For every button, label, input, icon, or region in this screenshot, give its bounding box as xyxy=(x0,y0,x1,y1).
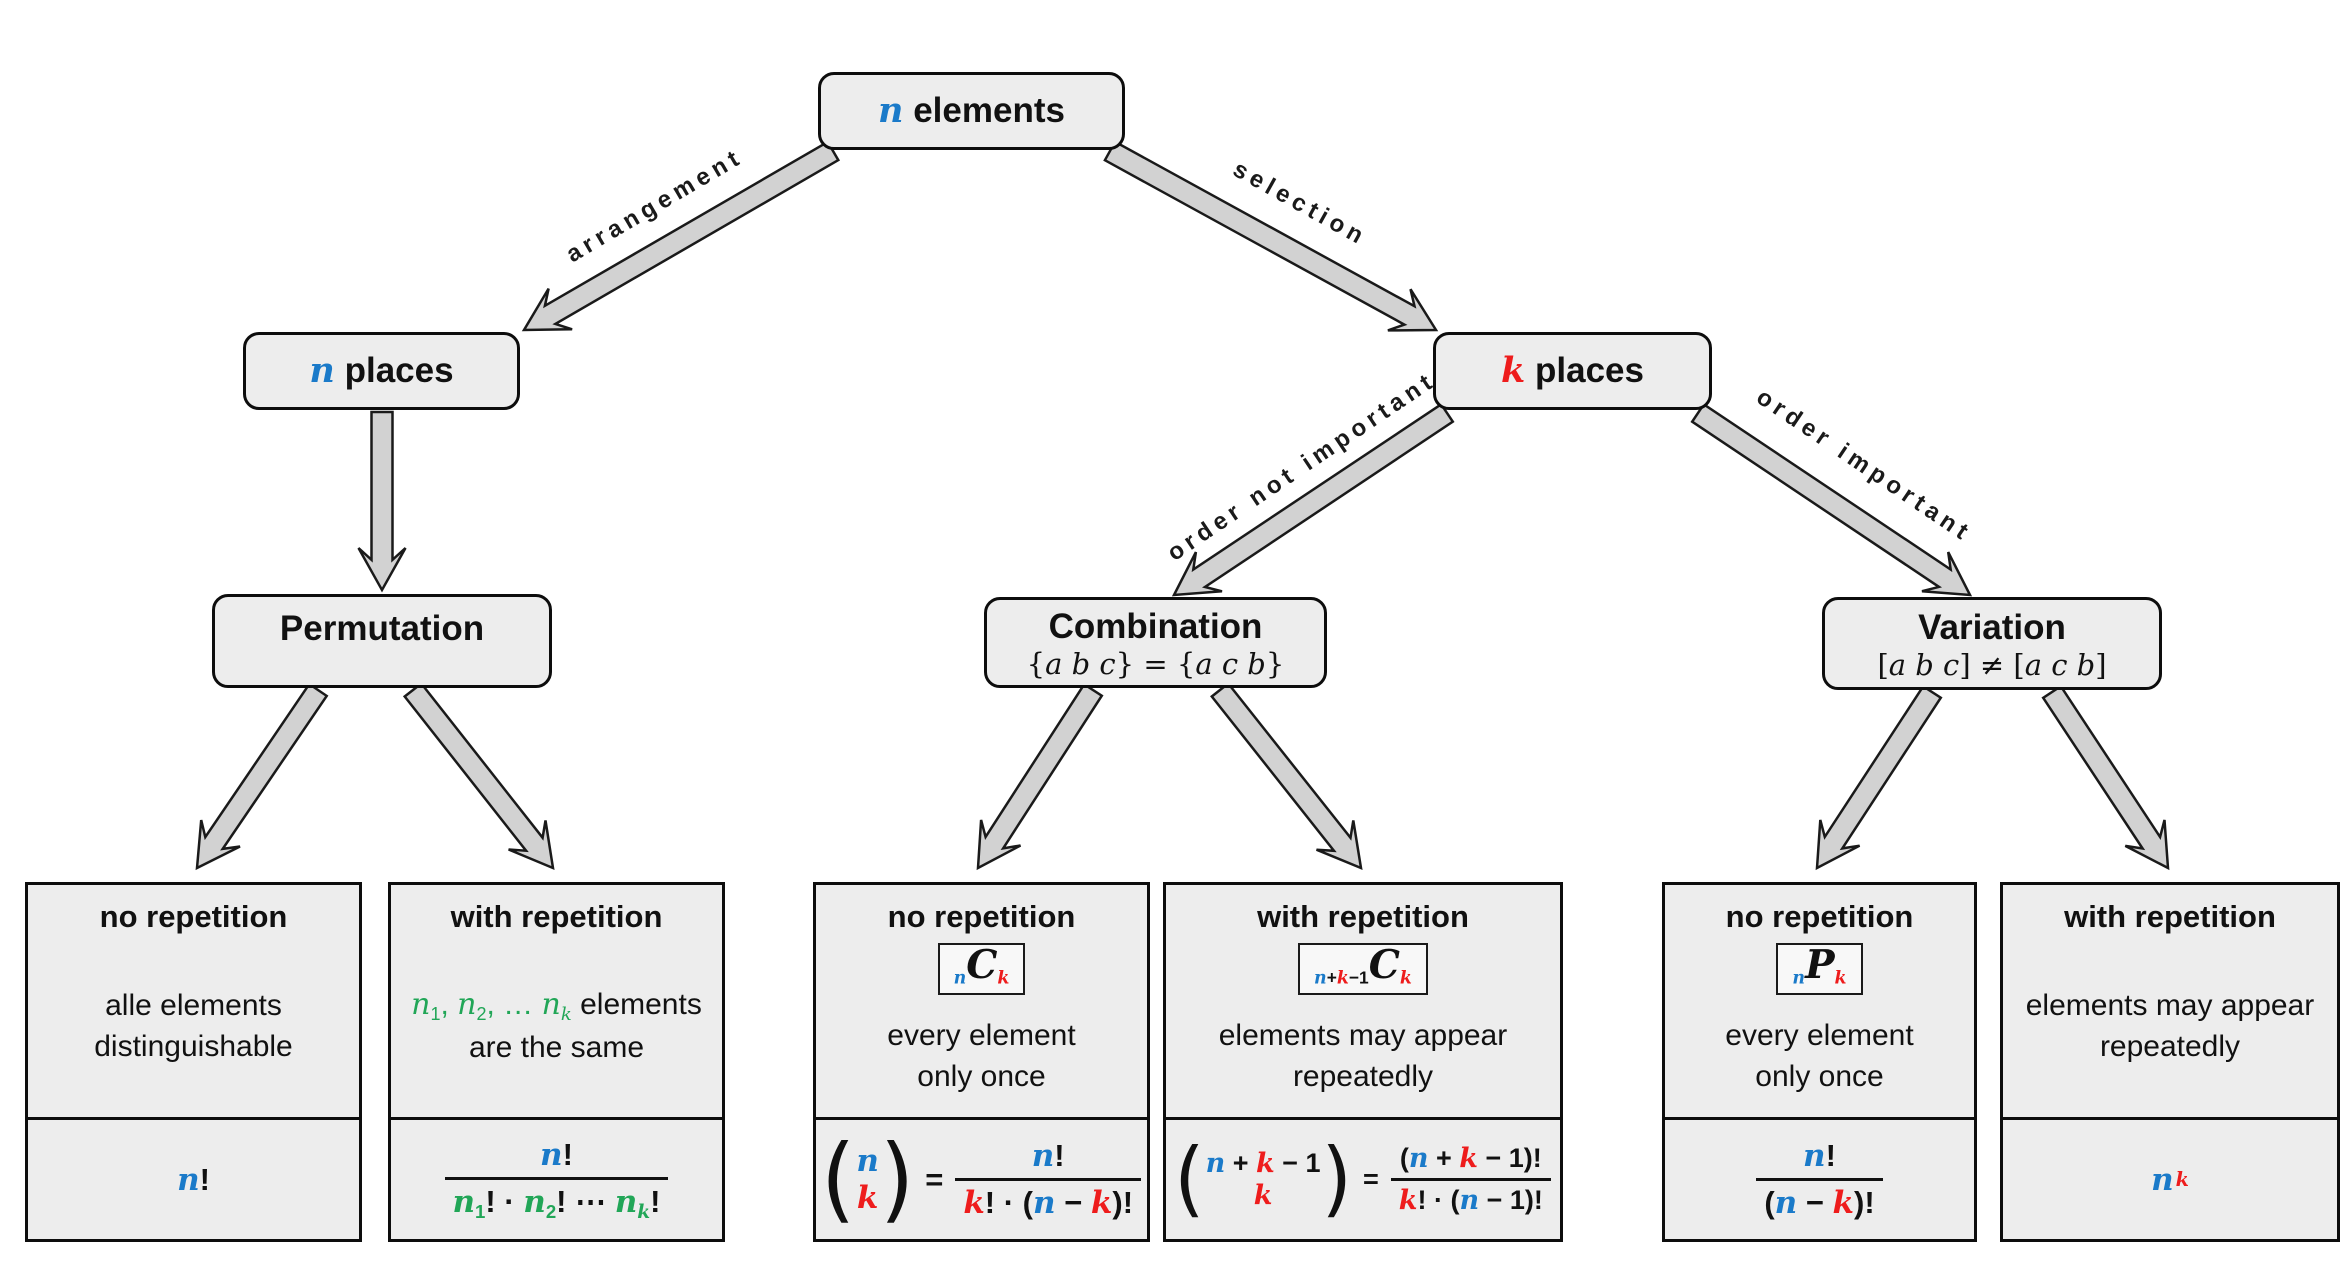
tree-arrow xyxy=(402,681,555,871)
desc-line: are the same xyxy=(468,1031,645,1065)
leaf-formula: n!(n − k)! xyxy=(1665,1117,1974,1239)
desc-line: elements may appear xyxy=(1218,1018,1508,1052)
tree-arrow xyxy=(521,140,841,332)
leaf-description-section: no repetition alle elements distinguisha… xyxy=(28,885,359,1117)
desc-line: elements may appear xyxy=(2025,988,2315,1022)
leaf-variation-with-repetition: with repetition elements may appear repe… xyxy=(2000,882,2340,1242)
desc-line: only once xyxy=(917,1059,1046,1093)
leaf-formula: n! xyxy=(28,1117,359,1239)
node-variation: Variation [a b c] ≠ [a c b] xyxy=(1822,597,2162,690)
node-title: n elements xyxy=(878,89,1065,131)
desc-line: every element xyxy=(1725,1018,1914,1052)
leaf-description-section: with repetition elements may appear repe… xyxy=(2003,885,2337,1117)
node-subtitle: [a b c] ≠ [a c b] xyxy=(1877,648,2107,683)
desc-line: alle elements xyxy=(105,988,282,1022)
tree-arrow xyxy=(1690,402,1973,597)
desc-line: n1, n2, … nk elements xyxy=(411,986,702,1025)
node-title: Permutation xyxy=(279,609,485,648)
tree-arrow xyxy=(2041,684,2170,871)
desc-line: every element xyxy=(887,1018,1076,1052)
node-title: n places xyxy=(309,349,454,391)
node-combination: Combination {a b c} = {a c b} xyxy=(984,597,1327,688)
tree-arrow xyxy=(976,682,1104,871)
node-title: Variation xyxy=(1918,608,2066,648)
node-title: Combination xyxy=(1048,607,1263,647)
desc-line: repeatedly xyxy=(1292,1059,1434,1093)
leaf-description-section: with repetition n1, n2, … nk elements ar… xyxy=(391,885,722,1117)
tree-arrow xyxy=(1815,684,1943,871)
leaf-description-section: with repetition n+k−1Ck elements may app… xyxy=(1166,885,1560,1117)
node-k-places: k places xyxy=(1433,332,1712,410)
desc-line: distinguishable xyxy=(94,1030,293,1064)
leaf-description: elements may appear repeatedly xyxy=(2026,935,2315,1117)
leaf-description: every element only once xyxy=(887,995,1075,1117)
symbol-nPk: nPk xyxy=(1776,943,1863,995)
leaf-formula: n!n1! · n2! ⋯ nk! xyxy=(391,1117,722,1239)
leaf-variation-no-repetition: no repetition nPk every element only onc… xyxy=(1662,882,1977,1242)
leaf-combination-no-repetition: no repetition nCk every element only onc… xyxy=(813,882,1150,1242)
node-subtitle: {a b c} = {a c b} xyxy=(1026,647,1285,682)
leaf-header: with repetition xyxy=(450,899,663,934)
leaf-header: no repetition xyxy=(1725,899,1914,934)
tree-arrow xyxy=(357,410,407,593)
node-n-places: n places xyxy=(243,332,520,410)
leaf-description: alle elements distinguishable xyxy=(94,935,292,1117)
leaf-header: with repetition xyxy=(1257,899,1469,934)
node-n-elements: n elements xyxy=(818,72,1125,150)
desc-line: only once xyxy=(1755,1059,1884,1093)
desc-line: repeatedly xyxy=(2099,1030,2241,1064)
tree-arrow xyxy=(1210,681,1363,871)
tree-arrow xyxy=(195,682,329,871)
leaf-header: no repetition xyxy=(99,899,288,934)
leaf-permutation-with-repetition: with repetition n1, n2, … nk elements ar… xyxy=(388,882,725,1242)
node-permutation: Permutation xyxy=(212,594,552,688)
leaf-permutation-no-repetition: no repetition alle elements distinguisha… xyxy=(25,882,362,1242)
leaf-description-section: no repetition nCk every element only onc… xyxy=(816,885,1147,1117)
leaf-header: with repetition xyxy=(2064,899,2276,934)
tree-arrow xyxy=(1103,140,1439,332)
leaf-header: no repetition xyxy=(887,899,1076,934)
node-title: k places xyxy=(1501,349,1644,391)
leaf-description: every element only once xyxy=(1725,995,1913,1117)
symbol-n-plus-k-minus-1-Ck: n+k−1Ck xyxy=(1298,943,1428,995)
tree-arrow xyxy=(1171,402,1455,597)
symbol-nCk: nCk xyxy=(937,943,1026,995)
leaf-combination-with-repetition: with repetition n+k−1Ck elements may app… xyxy=(1163,882,1563,1242)
leaf-description: n1, n2, … nk elements are the same xyxy=(411,935,702,1117)
leaf-description-section: no repetition nPk every element only onc… xyxy=(1665,885,1974,1117)
leaf-description: elements may appear repeatedly xyxy=(1219,995,1508,1117)
